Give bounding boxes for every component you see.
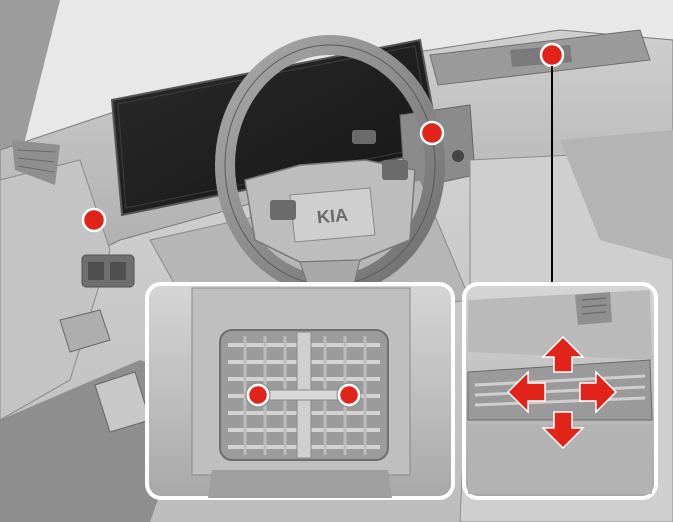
headlamp-switch-panel bbox=[81, 254, 135, 288]
a-pillar-left bbox=[0, 0, 60, 180]
passenger-door-trim bbox=[560, 130, 673, 260]
center-vent-marker bbox=[419, 120, 445, 146]
pedals bbox=[59, 309, 151, 433]
down-arrow-icon bbox=[541, 411, 585, 450]
side-vent-left-marker bbox=[81, 207, 107, 233]
start-button bbox=[452, 150, 464, 162]
kia-logo: KIA bbox=[316, 205, 349, 228]
rear-vent-inset bbox=[145, 282, 455, 500]
up-arrow-icon bbox=[541, 335, 585, 373]
side-vent-right-marker bbox=[539, 42, 565, 68]
rear-vent-right-marker bbox=[337, 383, 361, 407]
left-arrow-icon bbox=[506, 370, 546, 414]
side-vent-direction-inset bbox=[462, 282, 658, 500]
windshield bbox=[0, 0, 673, 150]
rear-vent-left-marker bbox=[246, 383, 270, 407]
right-arrow-icon bbox=[579, 370, 618, 414]
dash-speaker-grille bbox=[12, 140, 60, 185]
